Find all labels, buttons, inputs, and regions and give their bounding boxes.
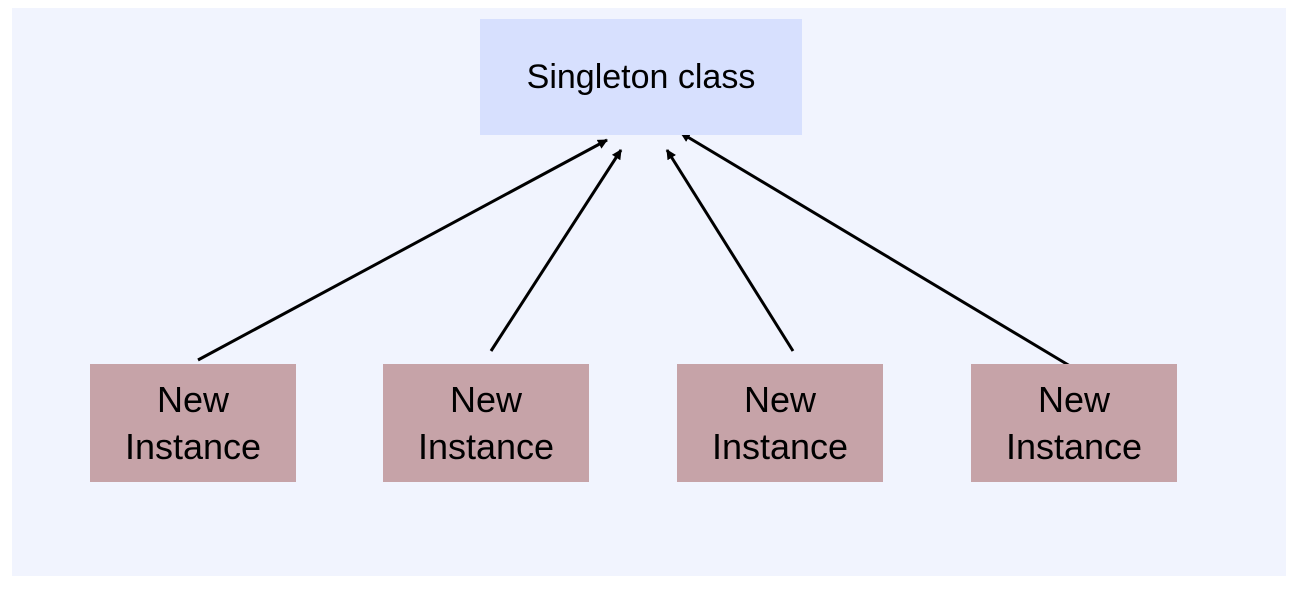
instance-label-line2: Instance	[1005, 426, 1143, 467]
singleton-class-box: Singleton class	[480, 19, 802, 135]
instance-label-line1: New	[449, 379, 523, 420]
instance-label-line1: New	[743, 379, 817, 420]
instance-label-line2: Instance	[417, 426, 555, 467]
instance-label-line2: Instance	[124, 426, 262, 467]
new-instance-box-4: New Instance	[971, 364, 1177, 482]
instance-label-line2: Instance	[711, 426, 849, 467]
new-instance-box-1: New Instance	[90, 364, 296, 482]
new-instance-box-3: New Instance	[677, 364, 883, 482]
singleton-class-label: Singleton class	[526, 57, 756, 96]
instance-label-line1: New	[156, 379, 230, 420]
instance-label-line1: New	[1037, 379, 1111, 420]
new-instance-box-2: New Instance	[383, 364, 589, 482]
